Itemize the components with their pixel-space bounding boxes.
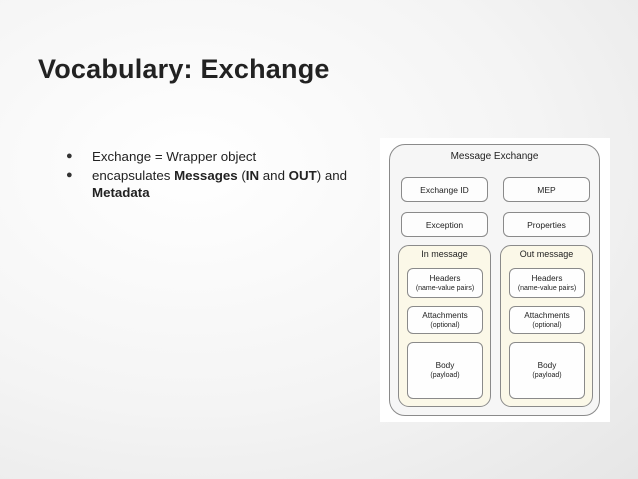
out-message-container: Out message Headers (name-value pairs) A…	[500, 245, 593, 407]
properties-box: Properties	[503, 212, 590, 237]
bullet-list: ● Exchange = Wrapper object ● encapsulat…	[66, 148, 366, 203]
bullet-bold-messages: Messages	[174, 168, 238, 183]
exception-label: Exception	[425, 219, 464, 230]
bullet-bold-out: OUT	[288, 168, 317, 183]
in-message-label: In message	[421, 249, 468, 259]
properties-label: Properties	[527, 219, 566, 230]
message-exchange-diagram: Message Exchange Exchange ID MEP Excepti…	[380, 138, 610, 422]
out-attachments-box: Attachments (optional)	[509, 306, 585, 334]
out-headers-box: Headers (name-value pairs)	[509, 268, 585, 298]
in-headers-label: Headers	[429, 273, 461, 283]
message-exchange-container: Message Exchange Exchange ID MEP Excepti…	[389, 144, 600, 416]
bullet-text: Exchange = Wrapper object	[92, 149, 257, 164]
out-headers-label: Headers	[531, 273, 563, 283]
bullet-item: ● encapsulates Messages (IN and OUT) and…	[66, 167, 366, 201]
in-headers-sub: (name-value pairs)	[415, 284, 475, 292]
bullet-bold-metadata: Metadata	[92, 185, 150, 200]
in-body-label: Body	[435, 361, 455, 370]
in-message-container: In message Headers (name-value pairs) At…	[398, 245, 491, 407]
in-attachments-box: Attachments (optional)	[407, 306, 483, 334]
bullet-item: ● Exchange = Wrapper object	[66, 148, 366, 165]
in-body-sub: (payload)	[430, 372, 460, 379]
bullet-text-part: ) and	[316, 168, 348, 183]
mep-box: MEP	[503, 177, 590, 202]
in-attachments-label: Attachments	[422, 310, 468, 320]
bullet-text-part: (	[237, 168, 246, 183]
in-headers-box: Headers (name-value pairs)	[407, 268, 483, 298]
exchange-id-label: Exchange ID	[420, 184, 469, 195]
mep-label: MEP	[537, 184, 556, 195]
out-headers-sub: (name-value pairs)	[517, 284, 577, 292]
slide-title: Vocabulary: Exchange	[38, 54, 330, 84]
bullet-bold-in: IN	[245, 168, 260, 183]
message-exchange-label: Message Exchange	[450, 151, 539, 162]
out-attachments-sub: (optional)	[532, 321, 562, 329]
in-body-box: Body (payload)	[407, 342, 483, 399]
bullet-text-part: encapsulates	[92, 168, 175, 183]
out-body-box: Body (payload)	[509, 342, 585, 399]
in-attachments-sub: (optional)	[430, 321, 460, 329]
exception-box: Exception	[401, 212, 488, 237]
bullet-text-part: and	[259, 168, 289, 183]
bullet-icon: ●	[66, 150, 73, 162]
bullet-icon: ●	[66, 169, 73, 181]
out-body-sub: (payload)	[532, 372, 562, 379]
exchange-id-box: Exchange ID	[401, 177, 488, 202]
out-attachments-label: Attachments	[524, 310, 570, 320]
out-body-label: Body	[537, 361, 557, 370]
out-message-label: Out message	[519, 249, 574, 259]
